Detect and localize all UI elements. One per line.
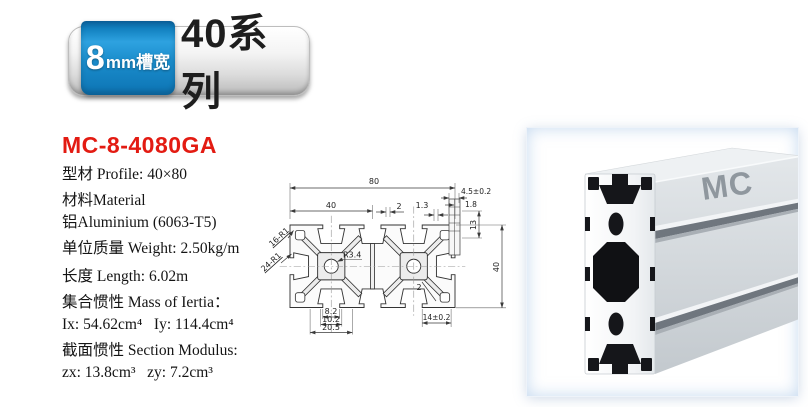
corner-holes	[294, 229, 451, 303]
end-face-cavities	[585, 174, 655, 374]
series-badge: 8 mm槽宽 40系列	[68, 12, 310, 114]
product-photo-frame: MC	[527, 128, 803, 396]
spec-line: 型材 Profile: 40×80	[62, 166, 187, 183]
spec-line: Ix: 54.62cm⁴ Iy: 114.4cm⁴	[62, 316, 234, 333]
profile-cross-section	[279, 206, 466, 333]
dim-half-width: 40	[326, 201, 336, 210]
dim-slot-depth: 13	[469, 220, 478, 230]
series-label: 40系列	[181, 12, 269, 114]
label-corner-24: 24-R1	[259, 251, 283, 274]
slot-detail-view	[448, 198, 461, 256]
dim-slot-mid-width: 10.2	[322, 315, 340, 324]
product-photo: MC	[584, 147, 803, 375]
badge-pill: 8 mm槽宽 40系列	[68, 12, 310, 114]
model-number: MC-8-4080GA	[62, 132, 218, 158]
centerlines	[279, 206, 466, 333]
dim-bottom-offset: 14±0.2	[423, 313, 451, 322]
spec-list: 型材 Profile: 40×80 材料Material 铝Aluminium …	[62, 164, 297, 388]
spec-line: 铝Aluminium (6063-T5)	[62, 214, 217, 231]
dim-wall-thickness: 2	[416, 283, 421, 292]
dim-lip-thickness: 1.3	[416, 201, 429, 210]
dim-slot-detail: 4.5±0.2	[461, 187, 491, 196]
top-edge-highlight	[654, 155, 803, 183]
slot-width-ribbon: 8 mm槽宽	[81, 21, 175, 95]
label-center-hole: R3.4	[343, 251, 361, 260]
slot-width-unit: mm槽宽	[105, 52, 171, 72]
spec-line: 材料Material	[62, 192, 146, 209]
dimension-lines	[280, 183, 506, 335]
dim-web-thickness: 2	[396, 202, 401, 211]
spec-line: 集合惯性 Mass of Iertia：	[62, 294, 230, 311]
slot-groove	[655, 198, 802, 243]
slot-groove	[655, 272, 802, 335]
dim-total-width: 80	[369, 177, 379, 186]
spec-line: 单位质量 Weight: 2.50kg/m	[62, 240, 240, 257]
slot-width-number: 8	[85, 39, 105, 77]
spec-line: 长度 Length: 6.02m	[62, 268, 189, 285]
brand-text: MC	[699, 164, 755, 207]
label-corner-16: 16-R1	[267, 226, 291, 249]
dim-slot-outer-width: 20.5	[322, 323, 340, 332]
spec-line: 截面惯性 Section Modulus:	[62, 342, 238, 359]
dim-lip-height: 1.8	[465, 200, 477, 209]
dim-height: 40	[492, 262, 501, 272]
technical-drawing: 80 40 2 1.3 4.5±0.2 1.8 13 40 8.2 10.2 2…	[259, 177, 506, 335]
spec-line: zx: 13.8cm³ zy: 7.2cm³	[62, 364, 213, 381]
dim-slot-width: 8.2	[325, 307, 338, 316]
